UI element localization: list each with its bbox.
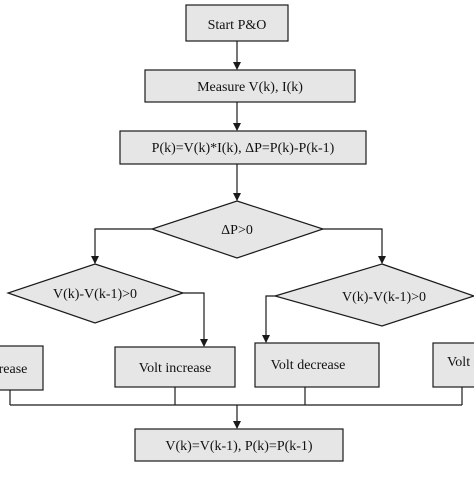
start-node: Start P&O <box>186 5 288 41</box>
arrow-decision-right-branch <box>322 229 382 263</box>
volt-increase-right-node: Volt increase <box>433 343 474 387</box>
decision-dv-left: V(k)-V(k-1)>0 <box>8 264 183 323</box>
update-label: V(k)=V(k-1), P(k)=P(k-1) <box>165 439 313 454</box>
volt-decrease-left-label: Volt decrease <box>0 362 27 377</box>
arrow-decision-left-branch <box>95 229 152 263</box>
volt-increase-left-node: Volt increase <box>115 347 235 387</box>
volt-increase-left-label: Volt increase <box>139 361 211 376</box>
measure-node: Measure V(k), I(k) <box>145 70 355 102</box>
decision-dv-right-label: V(k)-V(k-1)>0 <box>342 290 426 305</box>
decision-dv-left-label: V(k)-V(k-1)>0 <box>53 287 137 302</box>
compute-label: P(k)=V(k)*I(k), ΔP=P(k)-P(k-1) <box>152 141 335 156</box>
arrow-left-diamond-to-volt-increase <box>182 293 204 346</box>
volt-decrease-right-label: Volt decrease <box>271 358 346 373</box>
decision-delta-p: ΔP>0 <box>152 201 323 258</box>
volt-decrease-left-node: Volt decrease <box>0 346 43 390</box>
compute-node: P(k)=V(k)*I(k), ΔP=P(k)-P(k-1) <box>120 131 366 164</box>
update-node: V(k)=V(k-1), P(k)=P(k-1) <box>135 429 343 461</box>
volt-increase-right-label: Volt increase <box>447 355 474 370</box>
decision-dv-right: V(k)-V(k-1)>0 <box>275 264 474 326</box>
arrow-right-diamond-to-volt-decrease <box>266 296 275 342</box>
volt-decrease-right-node: Volt decrease <box>255 343 379 387</box>
start-label: Start P&O <box>208 18 267 33</box>
decision-delta-p-label: ΔP>0 <box>221 223 253 238</box>
measure-label: Measure V(k), I(k) <box>197 80 303 95</box>
